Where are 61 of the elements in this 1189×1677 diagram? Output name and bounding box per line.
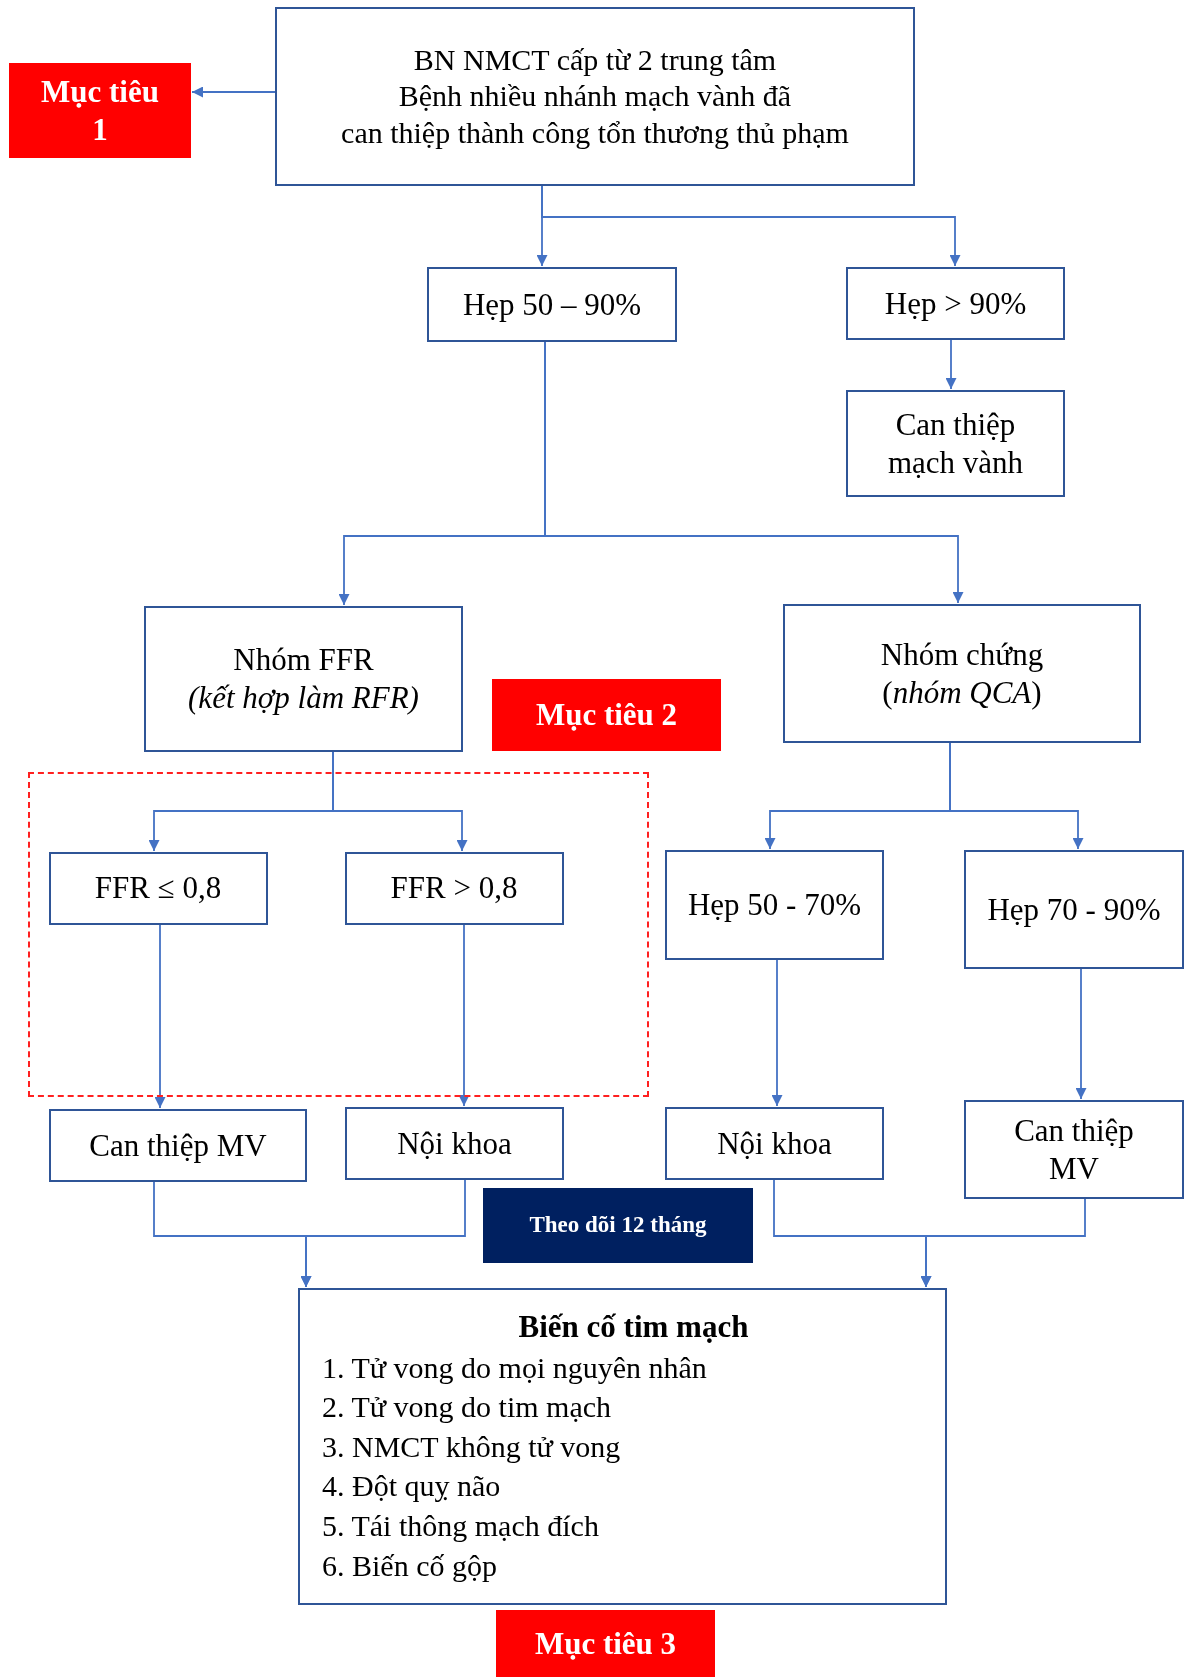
process-box: [846, 390, 1065, 497]
process-box: [49, 1109, 307, 1182]
follow-up-label: [483, 1188, 753, 1263]
process-box: [846, 267, 1065, 340]
dashed-group-frame: [28, 772, 649, 1097]
target-label: [9, 63, 191, 158]
box-text: Nội khoa: [397, 1124, 512, 1163]
box-text: Hẹp 70 - 90%: [987, 890, 1161, 929]
process-box: [964, 850, 1184, 969]
box-text: BN NMCT cấp từ 2 trung tâm: [413, 41, 777, 78]
box-text: can thiệp thành công tổn thương thủ phạm: [341, 114, 849, 151]
connector-arrow: [945, 339, 957, 390]
process-box: [48, 851, 268, 925]
box-text: Nhóm chứng: [880, 635, 1044, 674]
outcome-list-item: 3. NMCT không tử vong: [322, 1428, 621, 1465]
connector-arrow: [1075, 968, 1087, 1100]
outcome-list-item: 6. Biến cố gộp: [322, 1547, 497, 1584]
outcome-heading: Biến cố tim mạch: [518, 1307, 749, 1346]
target-label-text: Mục tiêu 1: [40, 73, 160, 148]
outcome-list-item: 4. Đột quỵ não: [322, 1468, 501, 1505]
process-box: [345, 1107, 564, 1180]
connector-arrow: [949, 742, 1084, 850]
connector-arrow: [332, 751, 468, 852]
box-text: Hẹp 50 - 70%: [687, 886, 861, 924]
box-text: Can thiệp mạch vành: [886, 405, 1025, 482]
target-label-text: Mục tiêu 2: [535, 696, 678, 734]
box-text: Hẹp 50 – 90%: [462, 285, 642, 324]
process-box: [144, 606, 463, 752]
connector-arrow: [458, 924, 470, 1107]
box-text: FFR > 0,8: [390, 869, 518, 907]
connector-arrow: [191, 86, 276, 98]
outcome-list-item: 5. Tái thông mạch đích: [322, 1508, 599, 1544]
process-box: [275, 7, 915, 186]
connector-arrow: [544, 341, 964, 604]
box-text: Can thiệp MV: [1013, 1111, 1135, 1188]
process-box: [344, 851, 564, 925]
box-text: Can thiệp MV: [89, 1126, 267, 1165]
connector-arrow: [771, 959, 783, 1107]
target-label: [492, 679, 721, 751]
connector-arrow: [920, 1198, 1086, 1288]
connector-arrow: [541, 185, 961, 267]
target-label: [496, 1610, 715, 1677]
box-text: FFR ≤ 0,8: [94, 869, 222, 907]
outcome-list-item: 2. Tử vong do tim mạch: [322, 1389, 611, 1426]
box-text: (nhóm QCA): [882, 673, 1042, 712]
process-box: [783, 604, 1141, 743]
box-text: Hẹp > 90%: [884, 284, 1027, 323]
box-text: Bệnh nhiều nhánh mạch vành đã: [398, 78, 792, 115]
process-box: [665, 1107, 884, 1180]
box-text: Nhóm FFR: [233, 641, 374, 679]
connector-arrow: [154, 924, 166, 1109]
follow-up-text: Theo dõi 12 tháng: [529, 1211, 707, 1240]
process-box: [665, 850, 884, 960]
outcome-box: [298, 1288, 947, 1605]
process-box: [427, 267, 677, 342]
target-label-text: Mục tiêu 3: [534, 1624, 677, 1663]
connector-arrow: [300, 1179, 466, 1288]
box-text: (kết hợp làm RFR): [188, 679, 419, 717]
process-box: [964, 1100, 1184, 1199]
box-text: Nội khoa: [717, 1124, 832, 1163]
outcome-list-item: 1. Tử vong do mọi nguyên nhân: [322, 1349, 707, 1386]
